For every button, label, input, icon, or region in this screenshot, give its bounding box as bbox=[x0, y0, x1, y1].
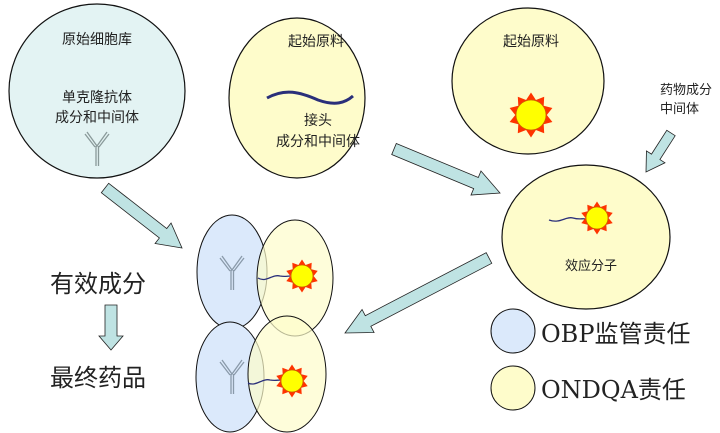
arrow-antibody-to-conjugate bbox=[100, 182, 183, 249]
linker-wave-icon bbox=[247, 379, 282, 385]
legend: OBP监管责任 ONDQA责任 bbox=[490, 308, 690, 411]
cell-bank-circle: 原始细胞库 单克隆抗体 成分和中间体 bbox=[8, 3, 186, 179]
effector-label: 效应分子 bbox=[565, 258, 617, 274]
mab-intermediate-label: 成分和中间体 bbox=[55, 110, 139, 126]
linker-wave-icon bbox=[266, 90, 354, 105]
suns bbox=[276, 92, 613, 398]
drug-sun-icon bbox=[509, 92, 553, 138]
down-arrow-icon bbox=[98, 304, 124, 351]
linker-wave-icon bbox=[548, 217, 586, 222]
drug-sun-icon bbox=[276, 364, 308, 398]
drug-sun-icon bbox=[286, 259, 318, 293]
conjugate-bottom bbox=[195, 315, 327, 433]
final-product-label: 最终药品 bbox=[50, 364, 146, 392]
arrow-linker-to-effector bbox=[391, 142, 501, 196]
linker-wave-icon bbox=[257, 275, 291, 281]
linker-title: 起始原料 bbox=[288, 34, 344, 50]
cell-bank-title: 原始细胞库 bbox=[62, 32, 132, 48]
antibody-icon bbox=[219, 255, 245, 290]
antibody-icon bbox=[219, 359, 245, 394]
effector-circle: 效应分子 bbox=[501, 164, 671, 310]
legend-obp-label: OBP监管责任 bbox=[541, 320, 690, 348]
drug-sun-icon bbox=[581, 201, 613, 235]
mab-label: 单克隆抗体 bbox=[62, 90, 132, 106]
antibody-icon bbox=[84, 131, 110, 166]
drug-start-title: 起始原料 bbox=[503, 34, 559, 50]
linker-label: 接头 bbox=[304, 112, 332, 129]
arrow-drug-to-effector bbox=[645, 129, 676, 173]
linker-circle: 起始原料 接头 成分和中间体 bbox=[228, 17, 366, 179]
legend-ondqa-swatch bbox=[490, 365, 536, 411]
legend-ondqa-label: ONDQA责任 bbox=[541, 376, 686, 404]
drug-intermediate-line2: 中间体 bbox=[660, 102, 699, 117]
drug-starting-material-circle: 起始原料 bbox=[451, 7, 605, 155]
arrow-effector-to-conjugate bbox=[344, 252, 493, 334]
linker-intermediate-label: 成分和中间体 bbox=[276, 134, 360, 150]
drug-intermediate-line1: 药物成分 bbox=[660, 83, 712, 98]
legend-obp-swatch bbox=[490, 308, 536, 354]
active-ingredient-label: 有效成分 bbox=[50, 270, 146, 298]
